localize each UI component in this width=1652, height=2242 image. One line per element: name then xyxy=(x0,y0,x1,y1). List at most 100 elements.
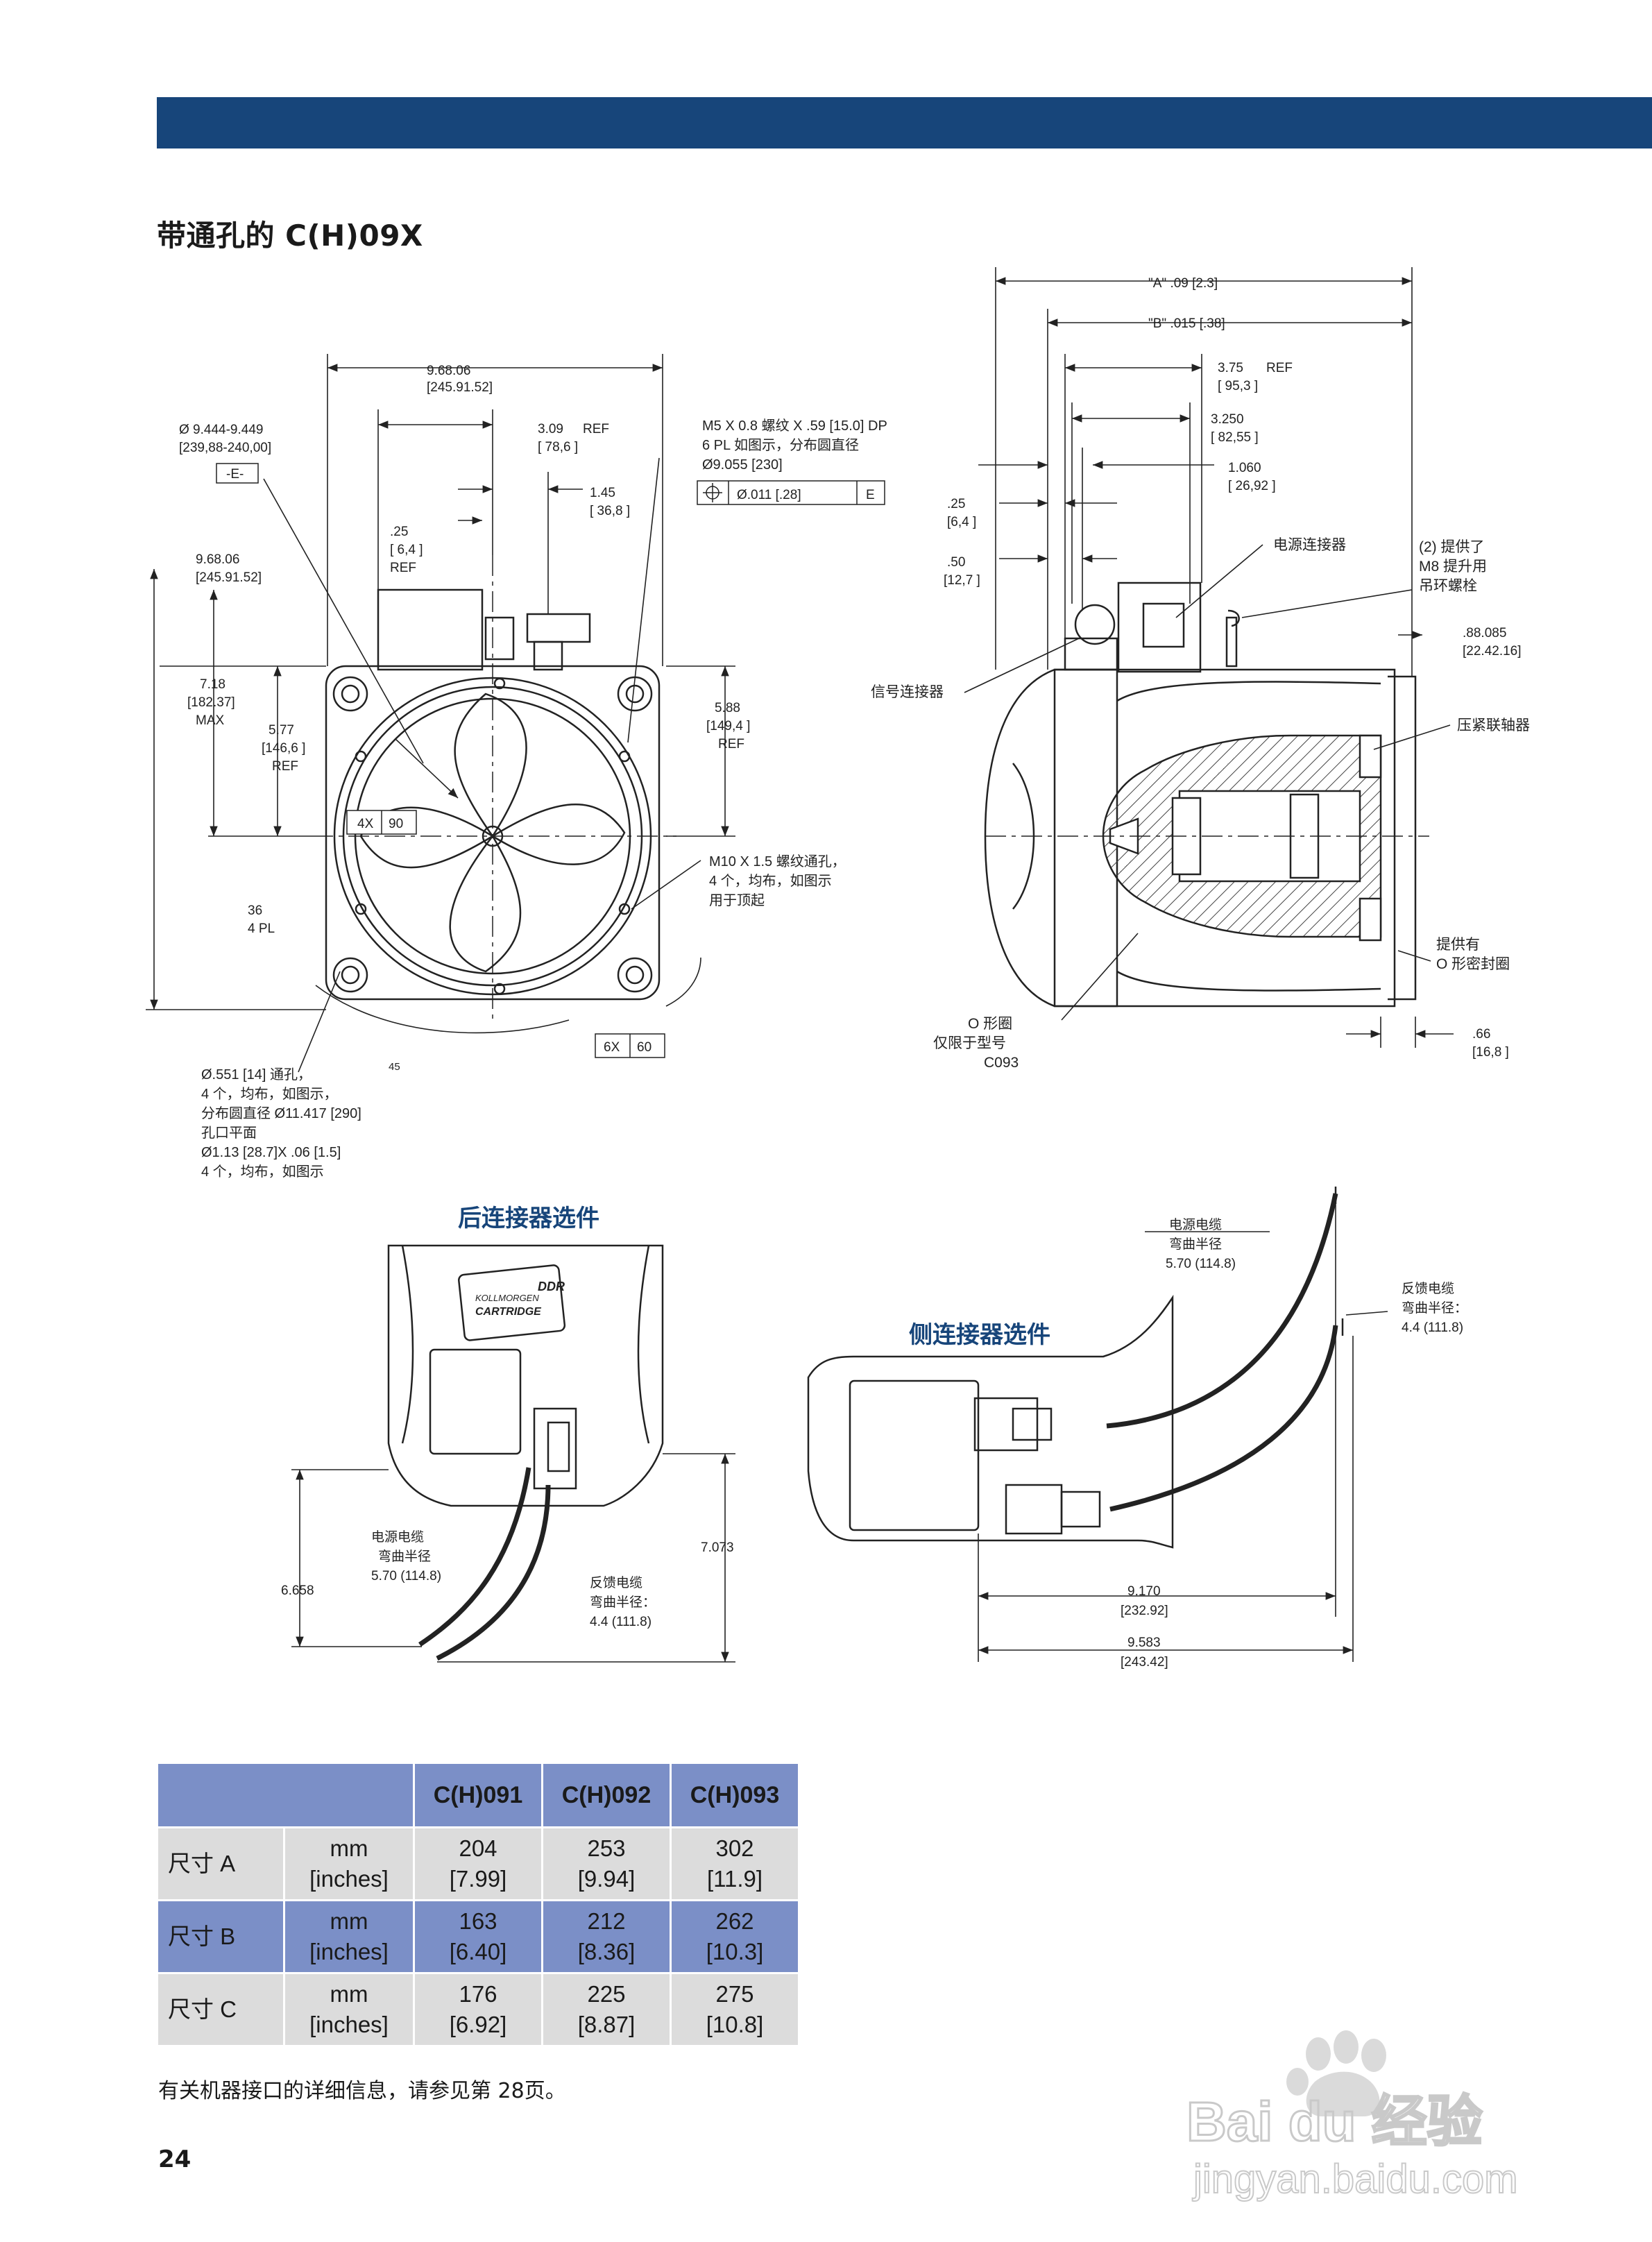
rear-feedback-line3: 4.4 (111.8) xyxy=(590,1615,652,1629)
dim-588-mm: [149,4 ] xyxy=(706,719,750,733)
row-value: 176[6.92] xyxy=(414,1973,543,2047)
label-m8-line2: M8 提升用 xyxy=(1419,559,1487,575)
row-name: 尺寸 C xyxy=(158,1973,285,2047)
dim-a: "A" .09 [2.3] xyxy=(1148,276,1218,291)
label-oring-model-line1: O 形圈 xyxy=(968,1016,1012,1032)
table-header-row: C(H)091 C(H)092 C(H)093 xyxy=(158,1764,800,1828)
dim-6658: 6.658 xyxy=(281,1583,314,1598)
signal-connector xyxy=(1074,604,1116,645)
rear-power-line2: 弯曲半径 xyxy=(378,1549,431,1564)
side-dimensions xyxy=(964,267,1454,1048)
table-header-col2: C(H)092 xyxy=(542,1764,672,1828)
watermark-url: jingyan.baidu.com xyxy=(1192,2157,1518,2202)
dim-7073: 7.073 xyxy=(701,1540,734,1555)
dim-b: "B" .015 [.38] xyxy=(1148,316,1225,331)
label-power-connector: 电源连接器 xyxy=(1273,537,1346,553)
side-feedback-line3: 4.4 (111.8) xyxy=(1402,1320,1463,1335)
dim-1060: 1.060 xyxy=(1228,461,1261,475)
dim-9583: 9.583 xyxy=(1127,1636,1161,1650)
row-value: 212[8.36] xyxy=(542,1900,672,1974)
brand-cartridge: CARTRIDGE xyxy=(475,1306,542,1318)
angle-45: 45 xyxy=(389,1061,400,1073)
angle-4x: 4X xyxy=(357,817,374,831)
label-oring-model-line3: C093 xyxy=(984,1055,1019,1071)
dim-577-mm: [146,6 ] xyxy=(262,741,305,756)
dim-309: 3.09 xyxy=(538,422,563,436)
table-header-col3: C(H)093 xyxy=(670,1764,800,1828)
side-power-line1: 电源电缆 xyxy=(1169,1217,1222,1232)
callout-m5-line2: 6 PL 如图示，分布圆直径 xyxy=(702,437,859,453)
row-value: 275[10.8] xyxy=(670,1973,800,2047)
flange-plate xyxy=(1388,675,1417,1001)
side-feedback-line1: 反馈电缆 xyxy=(1402,1281,1454,1296)
dim-025-mm: [ 6,4 ] xyxy=(390,543,423,557)
tolerance-datum: E xyxy=(866,488,875,502)
callout-m10-line1: M10 X 1.5 螺纹通孔， xyxy=(709,854,846,869)
page-number: 24 xyxy=(158,2146,191,2173)
rear-power-line3: 5.70 (114.8) xyxy=(371,1569,441,1583)
page-title: 带通孔的 C(H)09X xyxy=(157,219,423,253)
dim-066: .66 xyxy=(1472,1027,1490,1042)
label-m8-line1: (2) 提供了 xyxy=(1419,539,1485,555)
side-feedback-line2: 弯曲半径： xyxy=(1402,1300,1467,1316)
dim-577: 5.77 xyxy=(269,723,294,738)
dim-050-mm: [12,7 ] xyxy=(944,573,980,588)
rear-feedback-line2: 弯曲半径： xyxy=(590,1595,656,1610)
brand-ddr: DDR xyxy=(538,1280,565,1293)
row-value: 163[6.40] xyxy=(414,1900,543,1974)
dimension-table: C(H)091 C(H)092 C(H)093 尺寸 A mm[inches] … xyxy=(158,1764,800,2047)
dim-145-mm: [ 36,8 ] xyxy=(590,504,630,518)
dim-9583-mm: [243.42] xyxy=(1121,1655,1168,1670)
callout-hole-line2: 4 个，均布，如图示， xyxy=(201,1086,338,1102)
table-row: 尺寸 A mm[inches] 204[7.99] 253[9.94] 302[… xyxy=(158,1827,800,1901)
dim-left-overall: 9.68.06 xyxy=(196,552,239,567)
callout-m5-line1: M5 X 0.8 螺纹 X .59 [15.0] DP xyxy=(702,418,887,434)
dim-050: .50 xyxy=(947,555,965,570)
tolerance-frame xyxy=(697,480,885,505)
row-value: 262[10.3] xyxy=(670,1900,800,1974)
dim-145: 1.45 xyxy=(590,486,615,500)
datum-e: -E- xyxy=(226,467,244,482)
motor-body xyxy=(984,668,1396,1008)
dim-588-ref: REF xyxy=(718,737,744,751)
side-section-view xyxy=(984,581,1429,1008)
dim-588: 5.88 xyxy=(715,701,740,715)
row-name: 尺寸 A xyxy=(158,1827,285,1901)
row-value: 253[9.94] xyxy=(542,1827,672,1901)
dim-025-ref: REF xyxy=(390,561,416,575)
dim-309-ref: REF xyxy=(583,422,609,436)
lifting-eyebolt xyxy=(1225,616,1238,668)
side-option-labels: 电源电缆 弯曲半径 5.70 (114.8) 反馈电缆 弯曲半径： 4.4 (1… xyxy=(1121,1217,1467,1670)
dim-side-025: .25 xyxy=(947,497,965,511)
dim-088: .88.085 xyxy=(1463,626,1506,640)
dim-1060-mm: [ 26,92 ] xyxy=(1228,479,1276,493)
rear-option-title: 后连接器选件 xyxy=(458,1205,599,1232)
dim-718: 7.18 xyxy=(200,677,225,692)
callout-hole-line6: 4 个，均布，如图示 xyxy=(201,1164,324,1180)
label-m8-line3: 吊环螺栓 xyxy=(1419,578,1477,594)
callout-m10-line2: 4 个，均布，如图示 xyxy=(709,873,832,889)
dim-577-ref: REF xyxy=(272,759,298,774)
rear-option-labels: 电源电缆 弯曲半径 5.70 (114.8) 反馈电缆 弯曲半径： 4.4 (1… xyxy=(281,1529,734,1629)
label-oring-model-line2: 仅限于型号 xyxy=(933,1035,1006,1051)
dim-36: 36 xyxy=(248,903,262,918)
row-unit: mm[inches] xyxy=(284,1900,415,1974)
angle-6x: 6X xyxy=(604,1040,620,1055)
table-row: 尺寸 B mm[inches] 163[6.40] 212[8.36] 262[… xyxy=(158,1900,800,1974)
tolerance-value: Ø.011 [.28] xyxy=(737,488,801,502)
dim-066-mm: [16,8 ] xyxy=(1472,1045,1509,1060)
dim-375: 3.75 xyxy=(1218,361,1243,375)
dim-left-overall-mm: [245.91.52] xyxy=(196,570,262,585)
row-unit: mm[inches] xyxy=(284,1827,415,1901)
rear-option-drawing: KOLLMORGEN CARTRIDGE DDR xyxy=(387,1244,664,1661)
dim-36-pl: 4 PL xyxy=(248,922,275,936)
dim-top-overall-mm: [245.91.52] xyxy=(427,380,493,395)
dim-diameter: Ø 9.444-9.449 xyxy=(179,423,263,437)
row-value: 225[8.87] xyxy=(542,1973,672,2047)
callout-hole-line1: Ø.551 [14] 通孔， xyxy=(201,1067,312,1082)
dim-375-mm: [ 95,3 ] xyxy=(1218,379,1258,393)
side-power-line2: 弯曲半径 xyxy=(1169,1237,1222,1252)
callout-m5-line3: Ø9.055 [230] xyxy=(702,457,783,473)
header-bar xyxy=(157,97,1652,148)
front-view xyxy=(312,555,676,1020)
